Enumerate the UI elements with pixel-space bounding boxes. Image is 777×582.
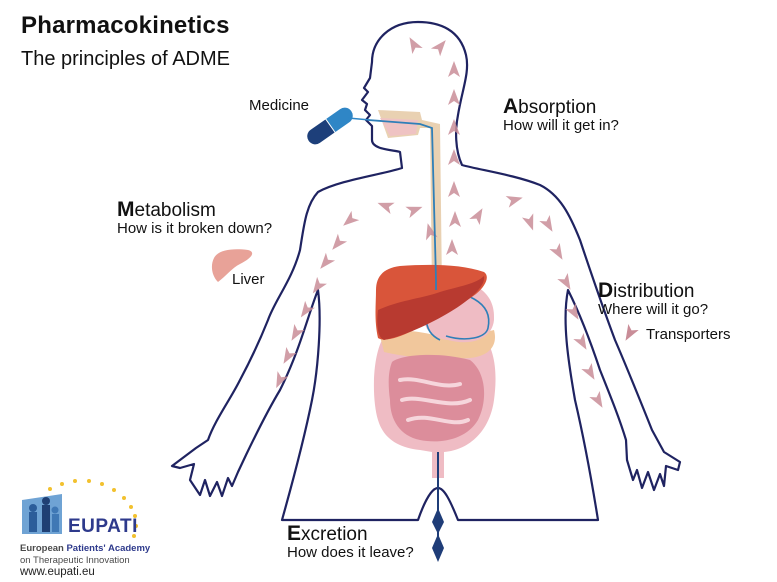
eupati-tagline-line1: European Patients' Academy bbox=[20, 543, 150, 554]
eupati-tagline-line2: on Therapeutic Innovation bbox=[20, 555, 130, 566]
eupati-logo-wordmark: EUPATI bbox=[68, 516, 138, 537]
eupati-logo-graphic bbox=[22, 479, 138, 538]
distribution-heading: Distribution bbox=[598, 279, 708, 302]
metabolism-rest: etabolism bbox=[134, 200, 216, 221]
excretion-arrow-1 bbox=[432, 508, 444, 534]
distribution-rest: istribution bbox=[613, 281, 695, 302]
distribution-initial: D bbox=[598, 279, 614, 302]
medicine-label: Medicine bbox=[249, 97, 310, 114]
excretion-question: How does it leave? bbox=[287, 544, 414, 561]
excretion-initial: E bbox=[287, 522, 302, 545]
excretion-arrow-2 bbox=[432, 534, 444, 562]
liver-label: Liver bbox=[232, 271, 265, 288]
absorption-initial: A bbox=[503, 95, 519, 118]
excretion-block: Excretion How does it leave? bbox=[287, 522, 414, 561]
page-title: Pharmacokinetics bbox=[21, 12, 230, 39]
absorption-heading: Absorption bbox=[503, 95, 619, 118]
metabolism-initial: M bbox=[117, 198, 135, 221]
transporters-label: Transporters bbox=[646, 326, 731, 343]
excretion-heading: Excretion bbox=[287, 522, 414, 545]
distribution-block: Distribution Where will it go? bbox=[598, 279, 709, 318]
absorption-question: How will it get in? bbox=[503, 117, 619, 134]
transporter-legend-icon bbox=[625, 323, 639, 341]
page-subtitle: The principles of ADME bbox=[21, 48, 230, 70]
medicine-pill-icon bbox=[307, 107, 353, 145]
excretion-rest: xcretion bbox=[301, 524, 368, 545]
absorption-block: Absorption How will it get in? bbox=[503, 95, 619, 134]
liver-legend-icon bbox=[211, 249, 253, 282]
metabolism-heading: Metabolism bbox=[117, 198, 272, 221]
metabolism-question: How is it broken down? bbox=[117, 220, 273, 237]
absorption-rest: bsorption bbox=[518, 97, 597, 118]
distribution-question: Where will it go? bbox=[598, 301, 709, 318]
metabolism-block: Metabolism How is it broken down? bbox=[117, 198, 273, 237]
tagline-patients-academy: Patients' Academy bbox=[66, 543, 151, 554]
tagline-european: European bbox=[20, 543, 67, 554]
eupati-url-link[interactable]: www.eupati.eu bbox=[20, 566, 95, 578]
